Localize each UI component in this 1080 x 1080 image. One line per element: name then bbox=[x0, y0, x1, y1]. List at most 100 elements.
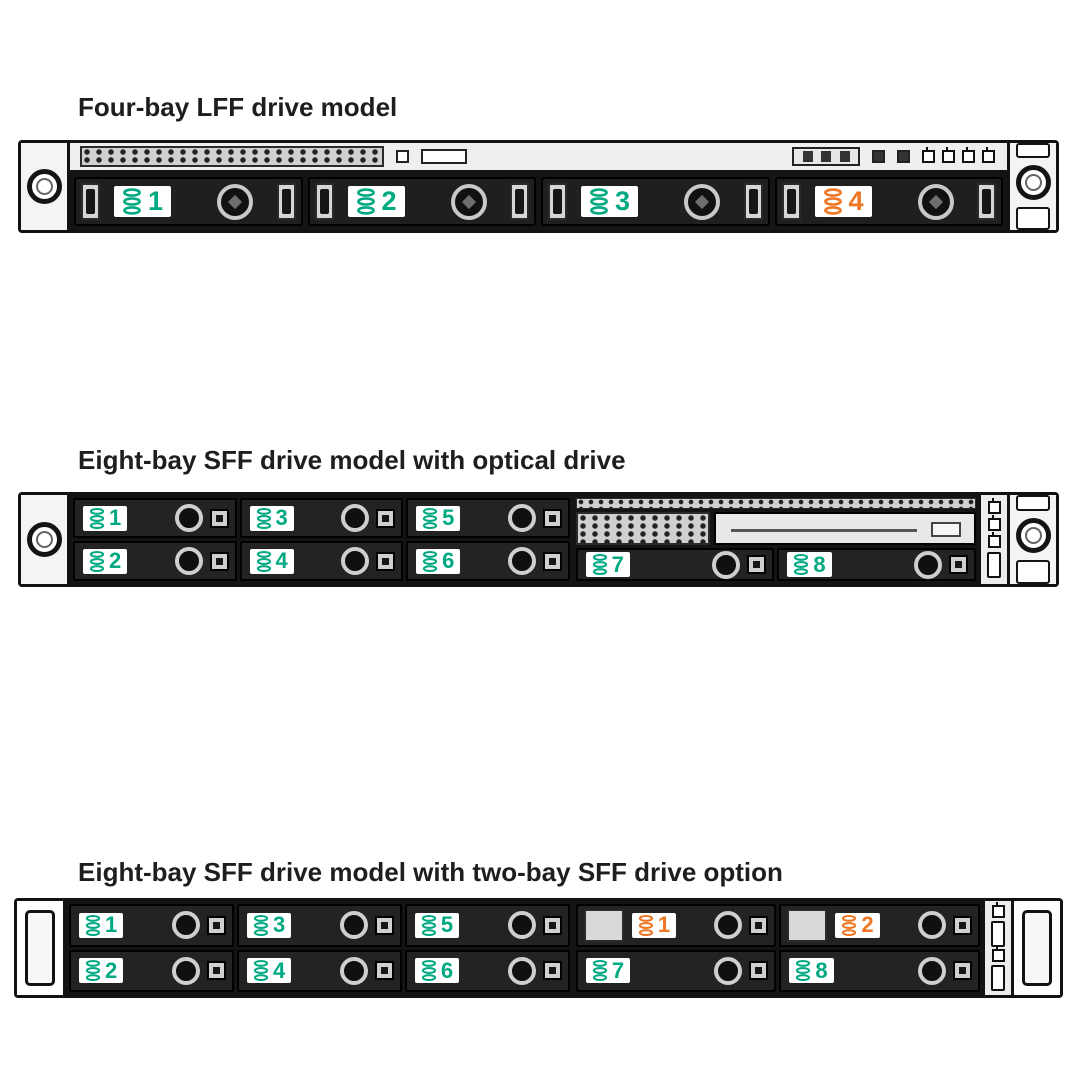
usb-port-icon bbox=[872, 150, 885, 163]
right-ear bbox=[1007, 143, 1056, 230]
chassis-body: 1 2 3 bbox=[70, 143, 1007, 230]
bay-label-chip: 7 bbox=[585, 957, 631, 984]
bay-number: 1 bbox=[657, 912, 671, 938]
latch-icon bbox=[542, 508, 562, 528]
sff-drive-bay-7: 7 bbox=[575, 949, 777, 992]
bay-number: 8 bbox=[813, 551, 826, 577]
port-icon bbox=[942, 147, 955, 163]
disk-stack-icon bbox=[89, 550, 105, 572]
latch-icon bbox=[374, 961, 394, 981]
bay-label-chip: 5 bbox=[414, 912, 460, 938]
bay-number: 2 bbox=[105, 957, 118, 983]
port-icon bbox=[982, 147, 995, 163]
bay-number: 5 bbox=[440, 912, 454, 938]
release-button-icon bbox=[507, 504, 536, 532]
bay-label-chip: 2 bbox=[83, 548, 128, 574]
release-button-icon bbox=[341, 547, 370, 575]
port-icon bbox=[991, 946, 1005, 963]
bay-label-chip: 6 bbox=[414, 958, 460, 984]
bay-number: 1 bbox=[109, 505, 122, 530]
pull-tab bbox=[1016, 143, 1050, 159]
sff-drive-bay-8: 8 bbox=[777, 548, 977, 581]
thumbscrew-icon bbox=[450, 183, 487, 220]
optical-drive-zone bbox=[575, 512, 976, 545]
bay-number: 4 bbox=[272, 957, 286, 983]
option-bay-row: 1 2 bbox=[575, 904, 980, 947]
lff-drive-bay-4: 4 bbox=[774, 177, 1003, 226]
release-button-icon bbox=[341, 504, 370, 532]
disk-stack-icon bbox=[356, 188, 375, 215]
lff-drive-bay-3: 3 bbox=[541, 177, 770, 226]
sff-drive-bay-3: 3 bbox=[236, 904, 402, 947]
lff-drive-row: 1 2 3 bbox=[70, 173, 1007, 230]
serial-pull-tab bbox=[1016, 559, 1050, 584]
sff-drive-bay-2: 2 bbox=[779, 904, 980, 947]
disk-stack-icon bbox=[796, 960, 811, 982]
model-title-sff-option: Eight-bay SFF drive model with two-bay S… bbox=[78, 857, 783, 887]
screw-icon bbox=[1015, 165, 1051, 201]
disk-stack-icon bbox=[253, 914, 269, 936]
bay-latch-handle bbox=[276, 183, 296, 220]
sff-drive-bay-2: 2 bbox=[73, 541, 237, 581]
port-icon bbox=[987, 498, 1001, 514]
release-button-icon bbox=[914, 550, 943, 579]
connector-icon bbox=[991, 964, 1005, 991]
vent-strip bbox=[575, 498, 976, 509]
bay-number: 8 bbox=[815, 957, 828, 983]
latch-icon bbox=[542, 551, 562, 571]
latch-icon bbox=[206, 915, 226, 935]
latch-icon bbox=[953, 961, 972, 981]
latch-icon bbox=[953, 915, 972, 935]
sff-drive-bay-3: 3 bbox=[239, 498, 404, 538]
disk-stack-icon bbox=[794, 553, 809, 576]
release-button-icon bbox=[171, 956, 200, 985]
sff-bay-block-left: 1 3 5 bbox=[70, 495, 573, 584]
disk-stack-icon bbox=[592, 553, 607, 576]
latch-icon bbox=[542, 961, 562, 981]
sff-drive-bay-5: 5 bbox=[406, 498, 570, 538]
release-button-icon bbox=[174, 547, 203, 575]
release-button-icon bbox=[339, 956, 368, 985]
disk-stack-icon bbox=[590, 188, 608, 215]
pull-tab bbox=[1016, 495, 1050, 511]
latch-icon bbox=[376, 551, 396, 571]
disk-stack-icon bbox=[85, 960, 101, 982]
front-top-strip bbox=[70, 143, 1007, 173]
ear-handle bbox=[1022, 910, 1052, 986]
release-button-icon bbox=[918, 911, 946, 940]
vent-grid bbox=[575, 512, 710, 545]
serial-pull-tab bbox=[1016, 207, 1050, 230]
port-icon bbox=[987, 515, 1001, 531]
front-port-column bbox=[983, 901, 1011, 995]
port-icon bbox=[962, 147, 975, 163]
bay-label-chip: 8 bbox=[789, 957, 834, 984]
disk-stack-icon bbox=[85, 914, 101, 936]
bay-label-chip: 5 bbox=[416, 505, 461, 531]
bay-label-chip: 1 bbox=[79, 912, 124, 938]
release-button-icon bbox=[507, 547, 536, 575]
front-port-column bbox=[979, 495, 1007, 584]
sff-drive-bay-6: 6 bbox=[406, 541, 570, 581]
chassis-body: 1 3 5 bbox=[66, 901, 1011, 995]
bay-number: 2 bbox=[861, 912, 874, 938]
bay-label-chip: 2 bbox=[79, 957, 124, 984]
lff-drive-bay-2: 2 bbox=[307, 177, 536, 226]
chassis-body: 1 3 5 bbox=[70, 495, 1007, 584]
bay-number: 3 bbox=[615, 186, 631, 216]
sff-bay-row-7-8: 7 8 bbox=[575, 548, 977, 581]
bay-number: 5 bbox=[442, 505, 455, 530]
disk-stack-icon bbox=[421, 960, 437, 982]
latch-icon bbox=[376, 508, 396, 528]
bay-latch-handle bbox=[510, 183, 529, 220]
bay-blank-filler bbox=[787, 908, 828, 942]
chassis-sff-optical: 1 3 5 bbox=[18, 492, 1059, 587]
release-button-icon bbox=[171, 911, 200, 940]
bay-number: 7 bbox=[611, 957, 625, 983]
right-ear bbox=[1007, 495, 1056, 584]
ear-handle bbox=[25, 910, 55, 986]
release-button-icon bbox=[712, 550, 741, 579]
latch-icon bbox=[749, 961, 769, 981]
disk-stack-icon bbox=[422, 550, 438, 572]
latch-icon bbox=[209, 551, 229, 571]
latch-icon bbox=[949, 555, 969, 574]
